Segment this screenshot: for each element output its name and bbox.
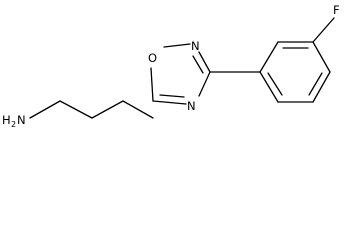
ring-oxygen-label: O bbox=[148, 51, 157, 65]
amine-group-label: H 2 N bbox=[2, 113, 26, 129]
amine-n-label: N bbox=[17, 113, 26, 127]
ring-nitrogen-top-label: N bbox=[191, 39, 200, 53]
bond-ph-4-5 bbox=[312, 71, 331, 103]
bond-c5-o1 bbox=[150, 67, 154, 102]
fluorine-label: F bbox=[333, 3, 340, 17]
bond-c3-c5 bbox=[122, 100, 154, 119]
bond-n2-c3 bbox=[198, 51, 211, 73]
bond-n2-c3-double bbox=[192, 55, 204, 74]
bond-ph-6-1 bbox=[259, 71, 279, 103]
bond-c-f bbox=[312, 17, 335, 43]
bond-c2-c3 bbox=[91, 100, 124, 119]
bond-o1-n2 bbox=[163, 43, 191, 48]
molecule-structure: F O N N H 2 N bbox=[2, 3, 340, 129]
bond-ph-1-2 bbox=[259, 41, 279, 73]
oxadiazole-ring bbox=[150, 43, 211, 105]
propyl-chain bbox=[29, 100, 154, 119]
ring-nitrogen-bottom-label: N bbox=[187, 99, 196, 113]
bond-c3-n4 bbox=[198, 71, 211, 97]
amine-subscript-label: 2 bbox=[11, 120, 16, 129]
phenyl-ring bbox=[259, 17, 335, 103]
bond-n-c1 bbox=[29, 100, 61, 119]
bond-c1-c2 bbox=[59, 100, 93, 119]
bond-ph-3-4 bbox=[312, 41, 331, 73]
amine-h-label: H bbox=[2, 113, 11, 127]
bond-ph-inner-b bbox=[308, 72, 323, 96]
bond-n4-c5-double bbox=[159, 94, 185, 98]
bond-n4-c5 bbox=[152, 100, 187, 105]
bond-ph-inner-c bbox=[267, 72, 283, 96]
